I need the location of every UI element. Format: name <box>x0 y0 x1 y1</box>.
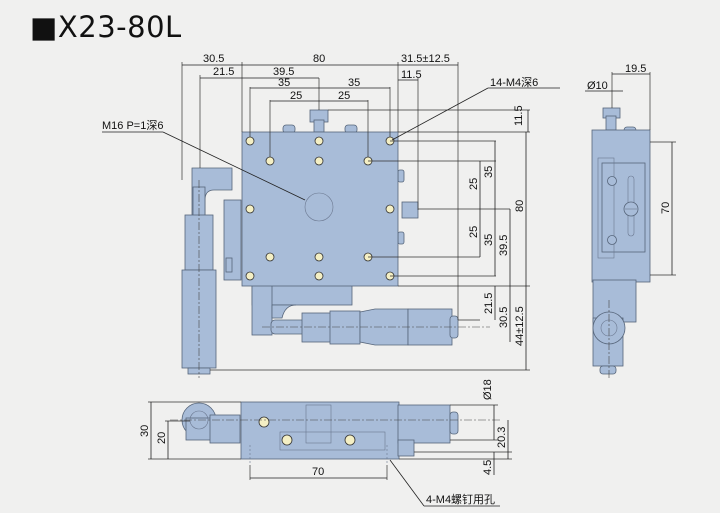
dim-front-20: 20 <box>156 432 168 444</box>
front-view: 30 20 70 Ø18 20.3 4.5 4-M4螺钉用孔 <box>139 379 512 507</box>
dim-side-70: 70 <box>660 202 672 214</box>
dim-30-5: 30.5 <box>203 53 224 65</box>
top-knob <box>282 109 358 134</box>
dim-right-80: 80 <box>514 200 526 212</box>
callout-holes: 14-M4深6 <box>490 76 538 89</box>
top-dimensions: 30.5 80 31.5±12.5 21.5 39.5 11.5 35 35 2… <box>181 53 459 320</box>
dim-right-44: 44±12.5 <box>514 306 526 346</box>
stage-body-front <box>240 401 400 460</box>
dim-side-19-5: 19.5 <box>625 63 646 75</box>
dim-35-right: 35 <box>348 77 360 89</box>
dim-right-35-upper: 35 <box>483 166 495 178</box>
dim-35-left: 35 <box>278 77 290 89</box>
dim-right-39-5: 39.5 <box>498 235 510 256</box>
center-tapped-hole <box>304 192 334 222</box>
page-title: ■X23-80L <box>30 10 182 44</box>
dim-right-30-5: 30.5 <box>498 307 510 328</box>
dim-right-25-upper: 25 <box>468 178 480 190</box>
stage-table <box>241 131 399 287</box>
dim-right-25-lower: 25 <box>468 226 480 238</box>
dim-39-5: 39.5 <box>273 66 294 78</box>
dim-front-dia18: Ø18 <box>482 379 494 400</box>
callout-center-hole: M16 P=1深6 <box>102 119 163 132</box>
dim-80: 80 <box>313 53 325 65</box>
dim-25-left: 25 <box>290 90 302 102</box>
left-micrometer <box>181 167 242 378</box>
dim-31-5: 31.5±12.5 <box>401 53 450 65</box>
top-view: 30.5 80 31.5±12.5 21.5 39.5 11.5 35 35 2… <box>102 53 560 378</box>
dim-front-70: 70 <box>312 466 324 478</box>
dim-front-20-3: 20.3 <box>496 427 508 448</box>
right-dimensions: 11.5 25 35 80 25 35 39.5 21.5 30.5 44±12… <box>210 105 530 371</box>
dim-11-5: 11.5 <box>401 69 422 81</box>
callout-mount-holes: 4-M4螺钉用孔 <box>426 493 495 506</box>
dim-right-35-lower: 35 <box>483 234 495 246</box>
dim-front-30: 30 <box>139 425 151 437</box>
dim-front-4-5: 4.5 <box>482 460 494 475</box>
dim-25-right: 25 <box>338 90 350 102</box>
mounting-holes <box>245 136 395 281</box>
dim-right-21-5: 21.5 <box>483 293 495 314</box>
side-view: 19.5 Ø10 70 <box>585 63 676 378</box>
dim-right-11-5: 11.5 <box>513 105 525 126</box>
dim-21-5: 21.5 <box>213 66 234 78</box>
bottom-micrometer <box>262 308 490 346</box>
dim-side-dia10: Ø10 <box>587 80 608 92</box>
